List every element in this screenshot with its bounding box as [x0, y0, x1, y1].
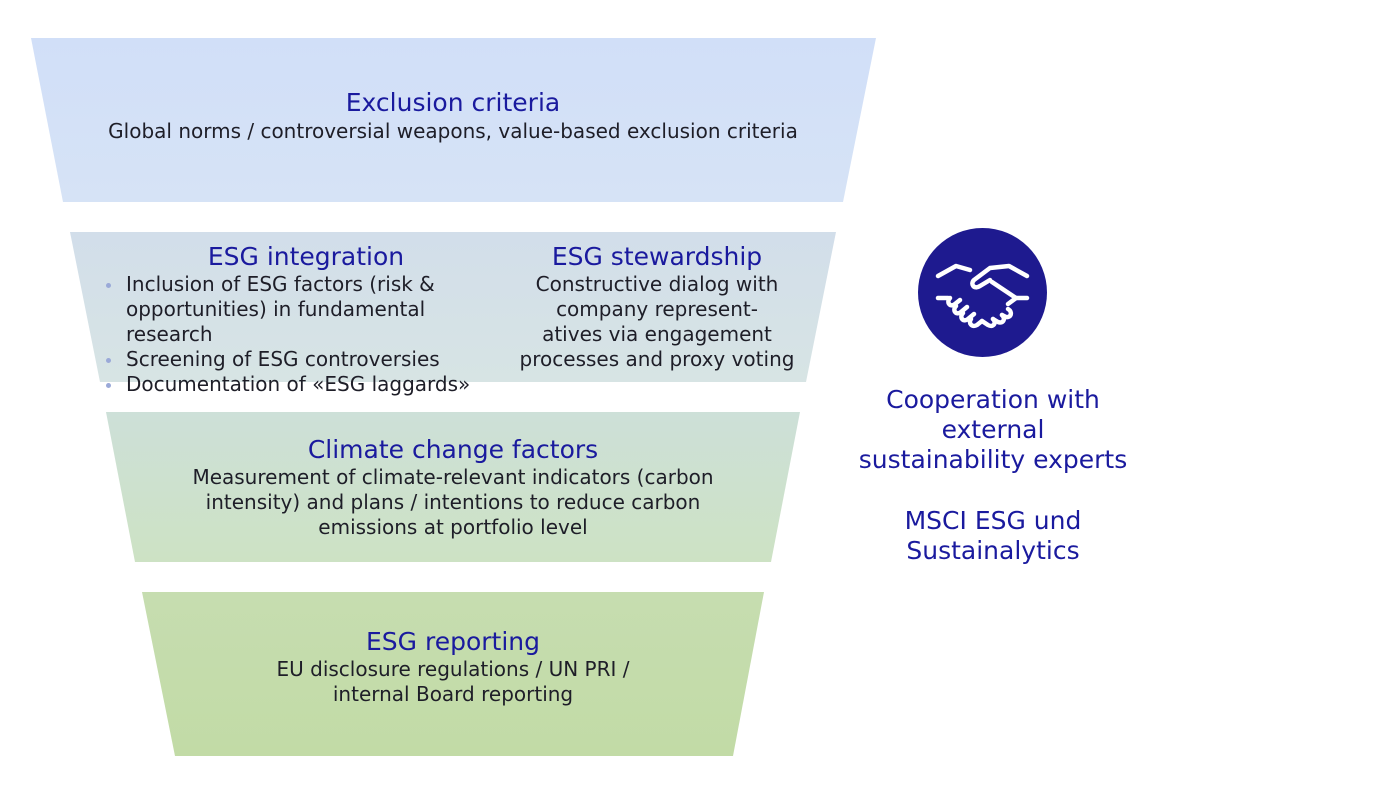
esg-integration-title: ESG integration [207, 242, 405, 271]
climate-change-line: Measurement of climate-relevant indicato… [192, 465, 714, 489]
partner-line: Sustainalytics [906, 536, 1080, 565]
exclusion-criteria-layer: Exclusion criteria Global norms / contro… [63, 88, 843, 144]
exclusion-criteria-title: Exclusion criteria [345, 88, 561, 117]
partner-line: MSCI ESG und [904, 506, 1082, 535]
esg-integration-list: Inclusion of ESG factors (risk &opportun… [106, 272, 516, 397]
list-item: Documentation of «ESG laggards» [106, 372, 516, 397]
list-item: Screening of ESG controversies [106, 347, 516, 372]
esg-reporting-line: EU disclosure regulations / UN PRI / [276, 657, 630, 681]
funnel-layer-reporting-shape [142, 592, 764, 756]
esg-stewardship-line: processes and proxy voting [519, 347, 795, 371]
cooperation-line: sustainability experts [858, 445, 1128, 474]
esg-reporting-layer: ESG reporting EU disclosure regulations … [175, 627, 731, 707]
esg-stewardship-line: Constructive dialog with [535, 272, 779, 296]
climate-change-line: emissions at portfolio level [318, 515, 588, 539]
esg-reporting-line: internal Board reporting [332, 682, 574, 706]
list-item: Inclusion of ESG factors (risk &opportun… [106, 272, 516, 347]
esg-integration-column: ESG integration Inclusion of ESG factors… [106, 242, 516, 397]
cooperation-text: Cooperation with external sustainability… [852, 385, 1134, 475]
handshake-icon [918, 228, 1047, 357]
funnel-layer-exclusion-shape [31, 38, 876, 202]
list-item-continuation: opportunities) in fundamental research [126, 297, 426, 346]
list-item-text: Inclusion of ESG factors (risk & [126, 272, 435, 296]
list-item-text: Screening of ESG controversies [126, 347, 440, 371]
climate-change-title: Climate change factors [307, 435, 599, 464]
esg-reporting-title: ESG reporting [366, 627, 540, 656]
esg-stewardship-title: ESG stewardship [551, 242, 763, 271]
partners-text: MSCI ESG und Sustainalytics [852, 506, 1134, 566]
funnel-layer-climate-shape [106, 412, 800, 562]
esg-stewardship-column: ESG stewardship Constructive dialog with… [512, 242, 802, 372]
list-item-text: Documentation of «ESG laggards» [126, 372, 471, 396]
cooperation-line: Cooperation with [886, 385, 1100, 414]
cooperation-line: external [941, 415, 1045, 444]
funnel-layer-integration-shape [70, 232, 836, 382]
esg-stewardship-line: atives via engagement [542, 322, 772, 346]
esg-stewardship-line: company represent- [556, 297, 758, 321]
exclusion-criteria-text: Global norms / controversial weapons, va… [108, 119, 798, 143]
climate-change-layer: Climate change factors Measurement of cl… [135, 435, 771, 540]
climate-change-line: intensity) and plans / intentions to red… [205, 490, 701, 514]
